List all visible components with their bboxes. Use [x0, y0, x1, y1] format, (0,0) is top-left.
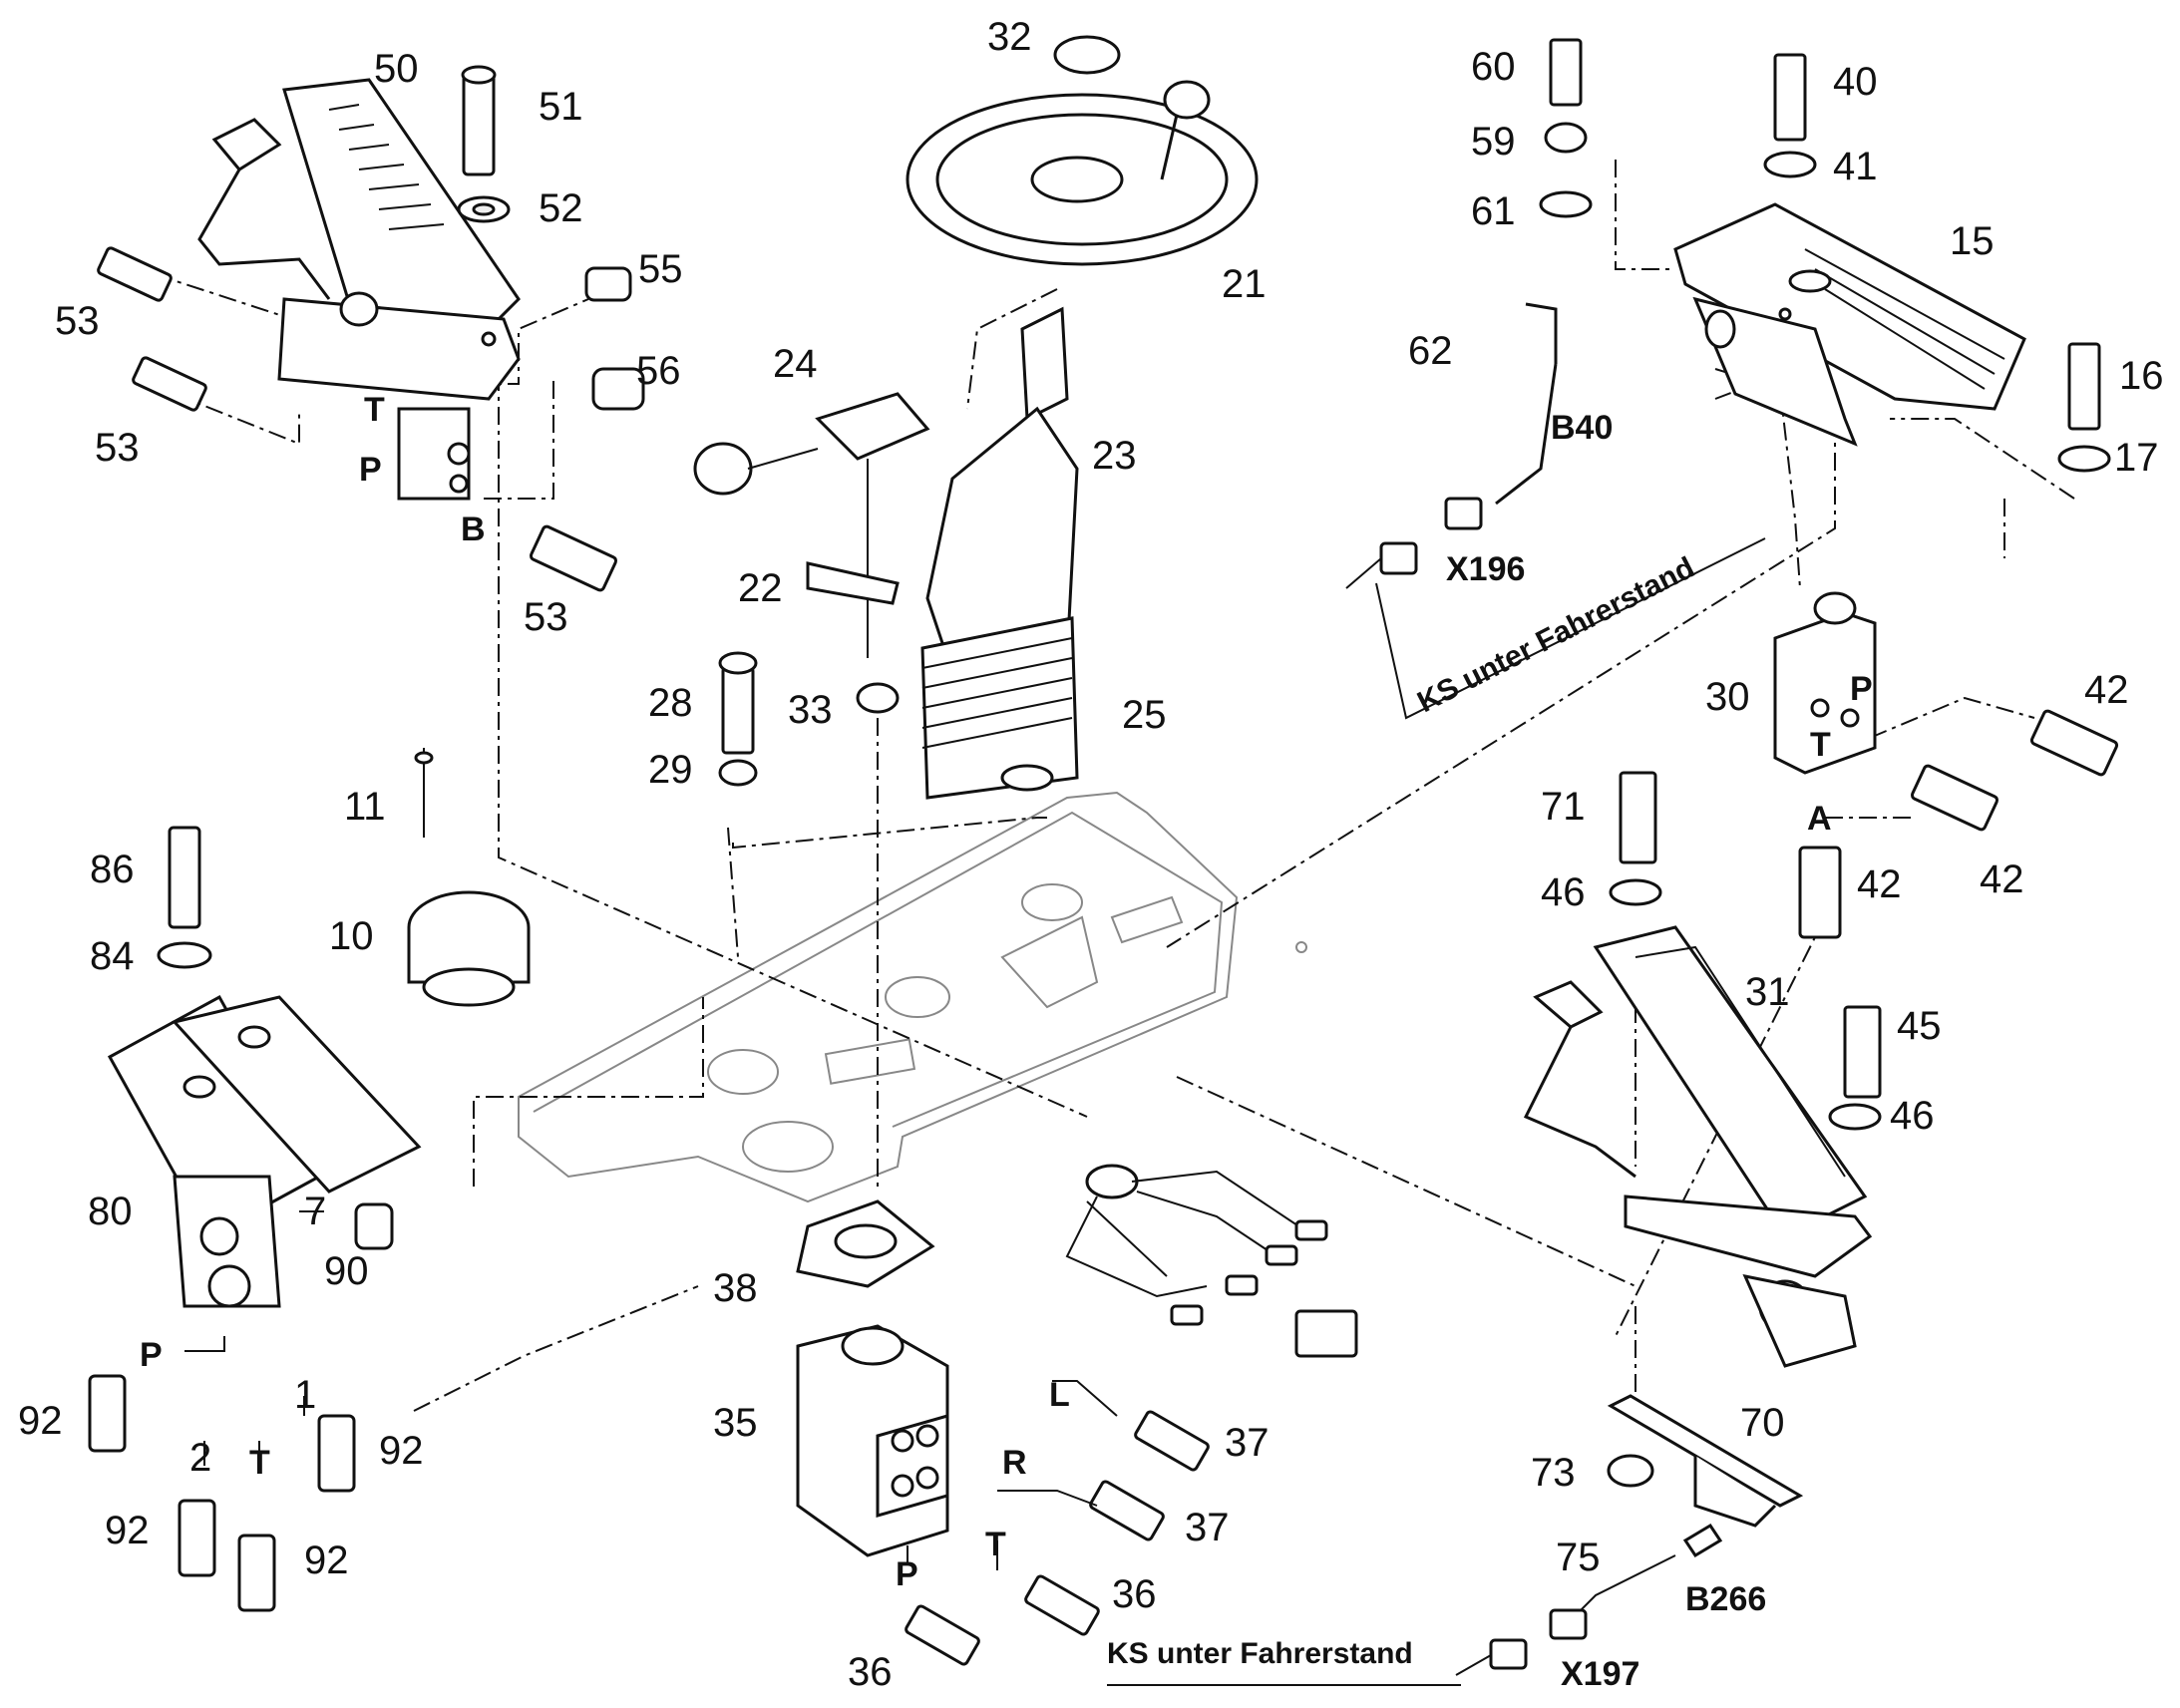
pedal-15 [1673, 202, 2026, 447]
label-25: 25 [1122, 693, 1167, 737]
port-l-steer: L [1049, 1376, 1070, 1414]
label-53c: 53 [524, 595, 568, 639]
label-35: 35 [713, 1401, 758, 1445]
label-36a: 36 [1112, 1572, 1157, 1616]
label-38: 38 [713, 1266, 758, 1310]
label-30: 30 [1705, 675, 1750, 719]
label-53b: 53 [95, 426, 140, 470]
label-31: 31 [1745, 970, 1790, 1014]
label-29: 29 [648, 748, 693, 792]
port-leaders [184, 1210, 1118, 1570]
label-92d: 92 [304, 1538, 349, 1582]
label-22: 22 [738, 566, 783, 610]
label-52: 52 [539, 186, 583, 230]
label-92a: 92 [18, 1399, 63, 1443]
label-33: 33 [788, 688, 833, 732]
label-42a: 42 [2084, 668, 2129, 712]
port-t-valve80: T [249, 1444, 270, 1482]
label-28: 28 [648, 681, 693, 725]
connector-x197: X197 [1561, 1655, 1639, 1693]
label-92c: 92 [105, 1509, 150, 1552]
label-37b: 37 [1185, 1506, 1230, 1549]
sensor-bracket-70 [1455, 1394, 1804, 1676]
label-17: 17 [2114, 436, 2159, 480]
label-37a: 37 [1225, 1421, 1270, 1465]
label-53a: 53 [55, 299, 100, 343]
connector-x196: X196 [1446, 550, 1525, 588]
label-24: 24 [773, 342, 818, 386]
label-15: 15 [1950, 219, 1995, 263]
wire-harness [1065, 1164, 1358, 1358]
port-t-valve30: T [1810, 726, 1831, 764]
steering-wheel-column [906, 35, 1259, 800]
label-7: 7 [304, 1190, 326, 1233]
port-r-steer: R [1002, 1444, 1027, 1482]
label-42c: 42 [1980, 857, 2024, 901]
part-number-labels: 50 51 52 55 56 53 53 53 32 21 24 23 22 2… [18, 15, 2164, 1694]
label-32: 32 [987, 15, 1032, 59]
port-p-pedal: P [359, 451, 382, 489]
pedal-assembly-50 [197, 78, 521, 501]
port-a-valve30: A [1807, 800, 1832, 838]
breather-10-pin-11 [407, 748, 531, 1007]
label-51: 51 [539, 85, 583, 129]
label-61: 61 [1471, 189, 1516, 233]
small-parts-right-top [1345, 38, 2111, 589]
connector-labels: B40 X196 B266 X197 [1446, 409, 1766, 1693]
ks-note-bottom: KS unter Fahrerstand [1107, 1637, 1413, 1670]
port-letter-labels: T P B P T A P T L R T P [140, 391, 1873, 1593]
label-70: 70 [1740, 1401, 1785, 1445]
label-50: 50 [374, 47, 419, 91]
connector-b40: B40 [1551, 409, 1613, 447]
label-84: 84 [90, 934, 135, 978]
valve-30 [1773, 591, 2119, 939]
port-p-valve80: P [140, 1336, 163, 1374]
label-86: 86 [90, 848, 135, 891]
label-90: 90 [324, 1249, 369, 1293]
label-75: 75 [1556, 1536, 1601, 1579]
label-16: 16 [2119, 354, 2164, 398]
label-1: 1 [294, 1373, 316, 1417]
label-92b: 92 [379, 1429, 424, 1473]
fittings-92 [88, 826, 356, 1612]
port-p-steer: P [896, 1555, 918, 1593]
label-42b: 42 [1857, 862, 1902, 906]
label-55: 55 [638, 247, 683, 291]
label-41: 41 [1833, 145, 1878, 188]
label-45: 45 [1897, 1004, 1942, 1048]
steering-unit-35 [796, 1199, 1210, 1666]
brake-valve-80 [107, 994, 422, 1308]
label-73: 73 [1531, 1451, 1576, 1495]
label-46a: 46 [1541, 870, 1586, 914]
port-t-steer: T [985, 1526, 1006, 1563]
label-62: 62 [1408, 329, 1453, 373]
port-b-pedal: B [461, 511, 486, 548]
port-p-valve30: P [1850, 670, 1873, 708]
pedal-31 [1523, 771, 1882, 1368]
ks-note-frames [1107, 537, 1766, 1686]
floor-plate [518, 791, 1307, 1203]
label-59: 59 [1471, 120, 1516, 164]
port-t-pedal: T [364, 391, 385, 429]
connector-b266: B266 [1685, 1580, 1766, 1618]
label-80: 80 [88, 1190, 133, 1233]
label-56: 56 [636, 349, 681, 393]
label-36b: 36 [848, 1650, 893, 1694]
label-21: 21 [1222, 262, 1267, 306]
small-parts-left-top [97, 65, 645, 592]
label-40: 40 [1833, 60, 1878, 104]
label-23: 23 [1092, 434, 1137, 478]
label-71: 71 [1541, 785, 1586, 829]
label-11: 11 [344, 785, 386, 829]
label-10: 10 [329, 914, 374, 958]
switch-24-cable [693, 392, 930, 787]
label-60: 60 [1471, 45, 1516, 89]
label-46b: 46 [1890, 1094, 1935, 1138]
label-2: 2 [189, 1436, 211, 1480]
